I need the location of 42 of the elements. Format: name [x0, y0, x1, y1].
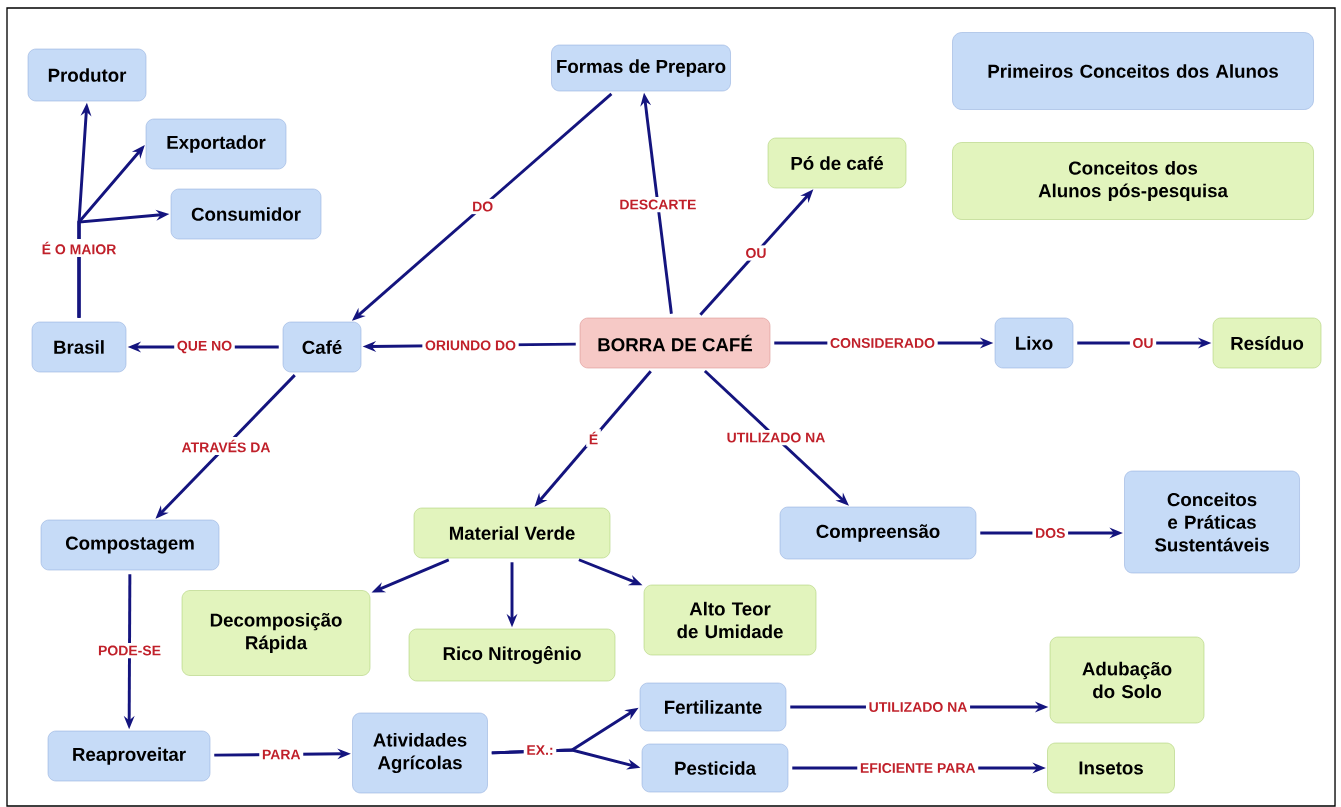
edge-label: QUE NO: [174, 338, 235, 356]
concept-box: Consumidor: [170, 188, 322, 240]
edge-label: DOS: [1032, 525, 1069, 541]
edge-label: EX.:: [523, 742, 557, 758]
concept-box: Atividades Agrícolas: [352, 712, 488, 794]
concept-box: BORRA DE CAFÉ: [579, 317, 771, 369]
concept-box: Fertilizante: [639, 682, 787, 732]
concept-box: Compreensão: [779, 506, 977, 560]
edge-label: EFICIENTE PARA: [857, 760, 979, 776]
edge-label: CONSIDERADO: [827, 335, 938, 351]
concept-box: Reaproveitar: [47, 730, 211, 782]
concept-box: Rico Nitrogênio: [408, 628, 616, 682]
concept-box: Alto Teor de Umidade: [643, 584, 817, 656]
edge-label: É O MAIOR: [39, 239, 119, 257]
edge-label: OU: [742, 245, 770, 261]
concept-box: Insetos: [1047, 742, 1175, 794]
concept-box: Conceitos e Práticas Sustentáveis: [1124, 470, 1300, 574]
concept-box: Material Verde: [413, 507, 611, 559]
edge-label: DO: [469, 198, 496, 215]
edge-label: PODE-SE: [95, 642, 164, 659]
concept-box: Decomposição Rápida: [181, 590, 371, 676]
concept-box: Compostagem: [40, 519, 220, 571]
edge-label: ORIUNDO DO: [422, 337, 519, 353]
concept-box: Lixo: [994, 317, 1074, 369]
edge-label: É: [586, 429, 601, 447]
concept-box: Exportador: [145, 118, 287, 170]
edge-label: OU: [1129, 335, 1157, 351]
legend-box: Primeiros Conceitos dos Alunos: [952, 32, 1314, 110]
edge-label: UTILIZADO NA: [723, 429, 829, 446]
concept-box: Pó de café: [767, 137, 907, 189]
edge-label: UTILIZADO NA: [865, 699, 971, 715]
concept-box: Adubação do Solo: [1049, 636, 1205, 724]
edge-label: ATRAVÉS DA: [178, 437, 274, 455]
concept-box: Café: [282, 321, 362, 373]
concept-box: Resíduo: [1212, 317, 1322, 369]
concept-box: Produtor: [27, 48, 147, 102]
legend-box: Conceitos dos Alunos pós-pesquisa: [952, 142, 1314, 220]
concept-box: Brasil: [31, 321, 127, 373]
concept-box: Formas de Preparo: [551, 44, 731, 92]
edge-label: DESCARTE: [616, 196, 700, 213]
edge-label: PARA: [259, 746, 304, 762]
concept-box: Pesticida: [641, 743, 789, 793]
